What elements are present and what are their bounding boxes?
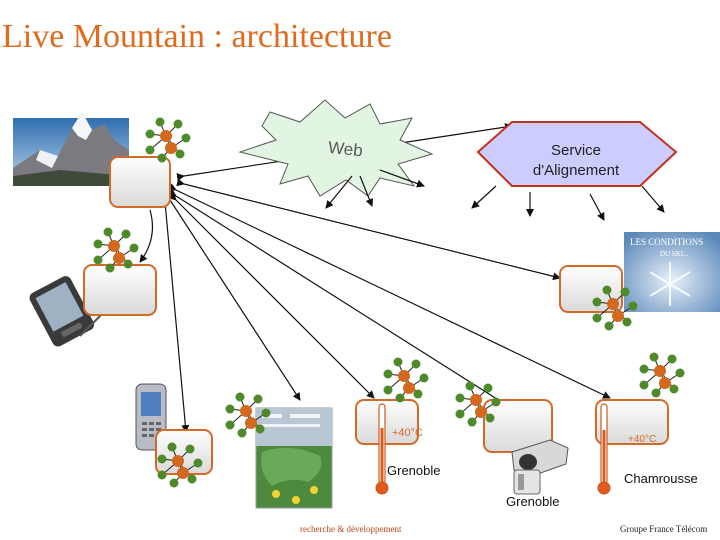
link-weather-map — [162, 191, 301, 401]
link-camera — [167, 188, 509, 407]
chamrousse-label: Chamrousse — [624, 471, 698, 486]
footer-right: Groupe France Télécom — [620, 524, 708, 534]
service-label-line1: Service — [551, 142, 601, 159]
thermometer-icon — [597, 403, 611, 495]
node-cluster-icon — [145, 117, 191, 163]
node-cluster-icon — [592, 285, 638, 331]
connection-lines — [139, 123, 611, 433]
grenoble-temp: +40°C — [392, 427, 423, 439]
link-chamrousse — [167, 183, 611, 399]
service-alignement: Service d'Alignement — [471, 121, 678, 221]
link-grenoble-sensor — [168, 192, 375, 399]
node-cluster-icon — [157, 442, 203, 488]
pda-device — [29, 276, 95, 347]
link-phone — [160, 194, 190, 433]
footer-left: recherche & développement — [300, 524, 402, 534]
page-title: Live Mountain : architecture — [2, 18, 392, 55]
web-cloud: Web — [238, 99, 434, 209]
link-pda — [139, 209, 153, 263]
camera-label: Grenoble — [506, 494, 559, 509]
chamrousse-sensor-box — [595, 399, 669, 445]
central-node-box — [109, 156, 171, 208]
grenoble-label: Grenoble — [387, 463, 440, 478]
node-cluster-icon — [93, 227, 139, 273]
chamrousse-temp: +40°C — [628, 434, 656, 445]
node-cluster-icon — [639, 352, 685, 398]
thermometer-icon — [375, 403, 389, 495]
node-cluster-icon — [455, 381, 501, 427]
node-clusters — [93, 117, 685, 488]
node-cluster-icon — [383, 357, 429, 403]
web-label: Web — [327, 138, 363, 161]
conditions-logo-line1: LES CONDITIONS — [630, 237, 703, 247]
conditions-logo-line2: DU SKI... — [660, 250, 689, 258]
grenoble-sensor-box — [355, 399, 419, 445]
service-label-line2: d'Alignement — [533, 162, 620, 179]
weather-map — [255, 407, 333, 509]
conditions-logo: LES CONDITIONS DU SKI... — [624, 232, 720, 312]
pda-node-box — [83, 264, 157, 316]
camera-icon — [511, 439, 569, 495]
node-cluster-icon — [225, 392, 271, 438]
